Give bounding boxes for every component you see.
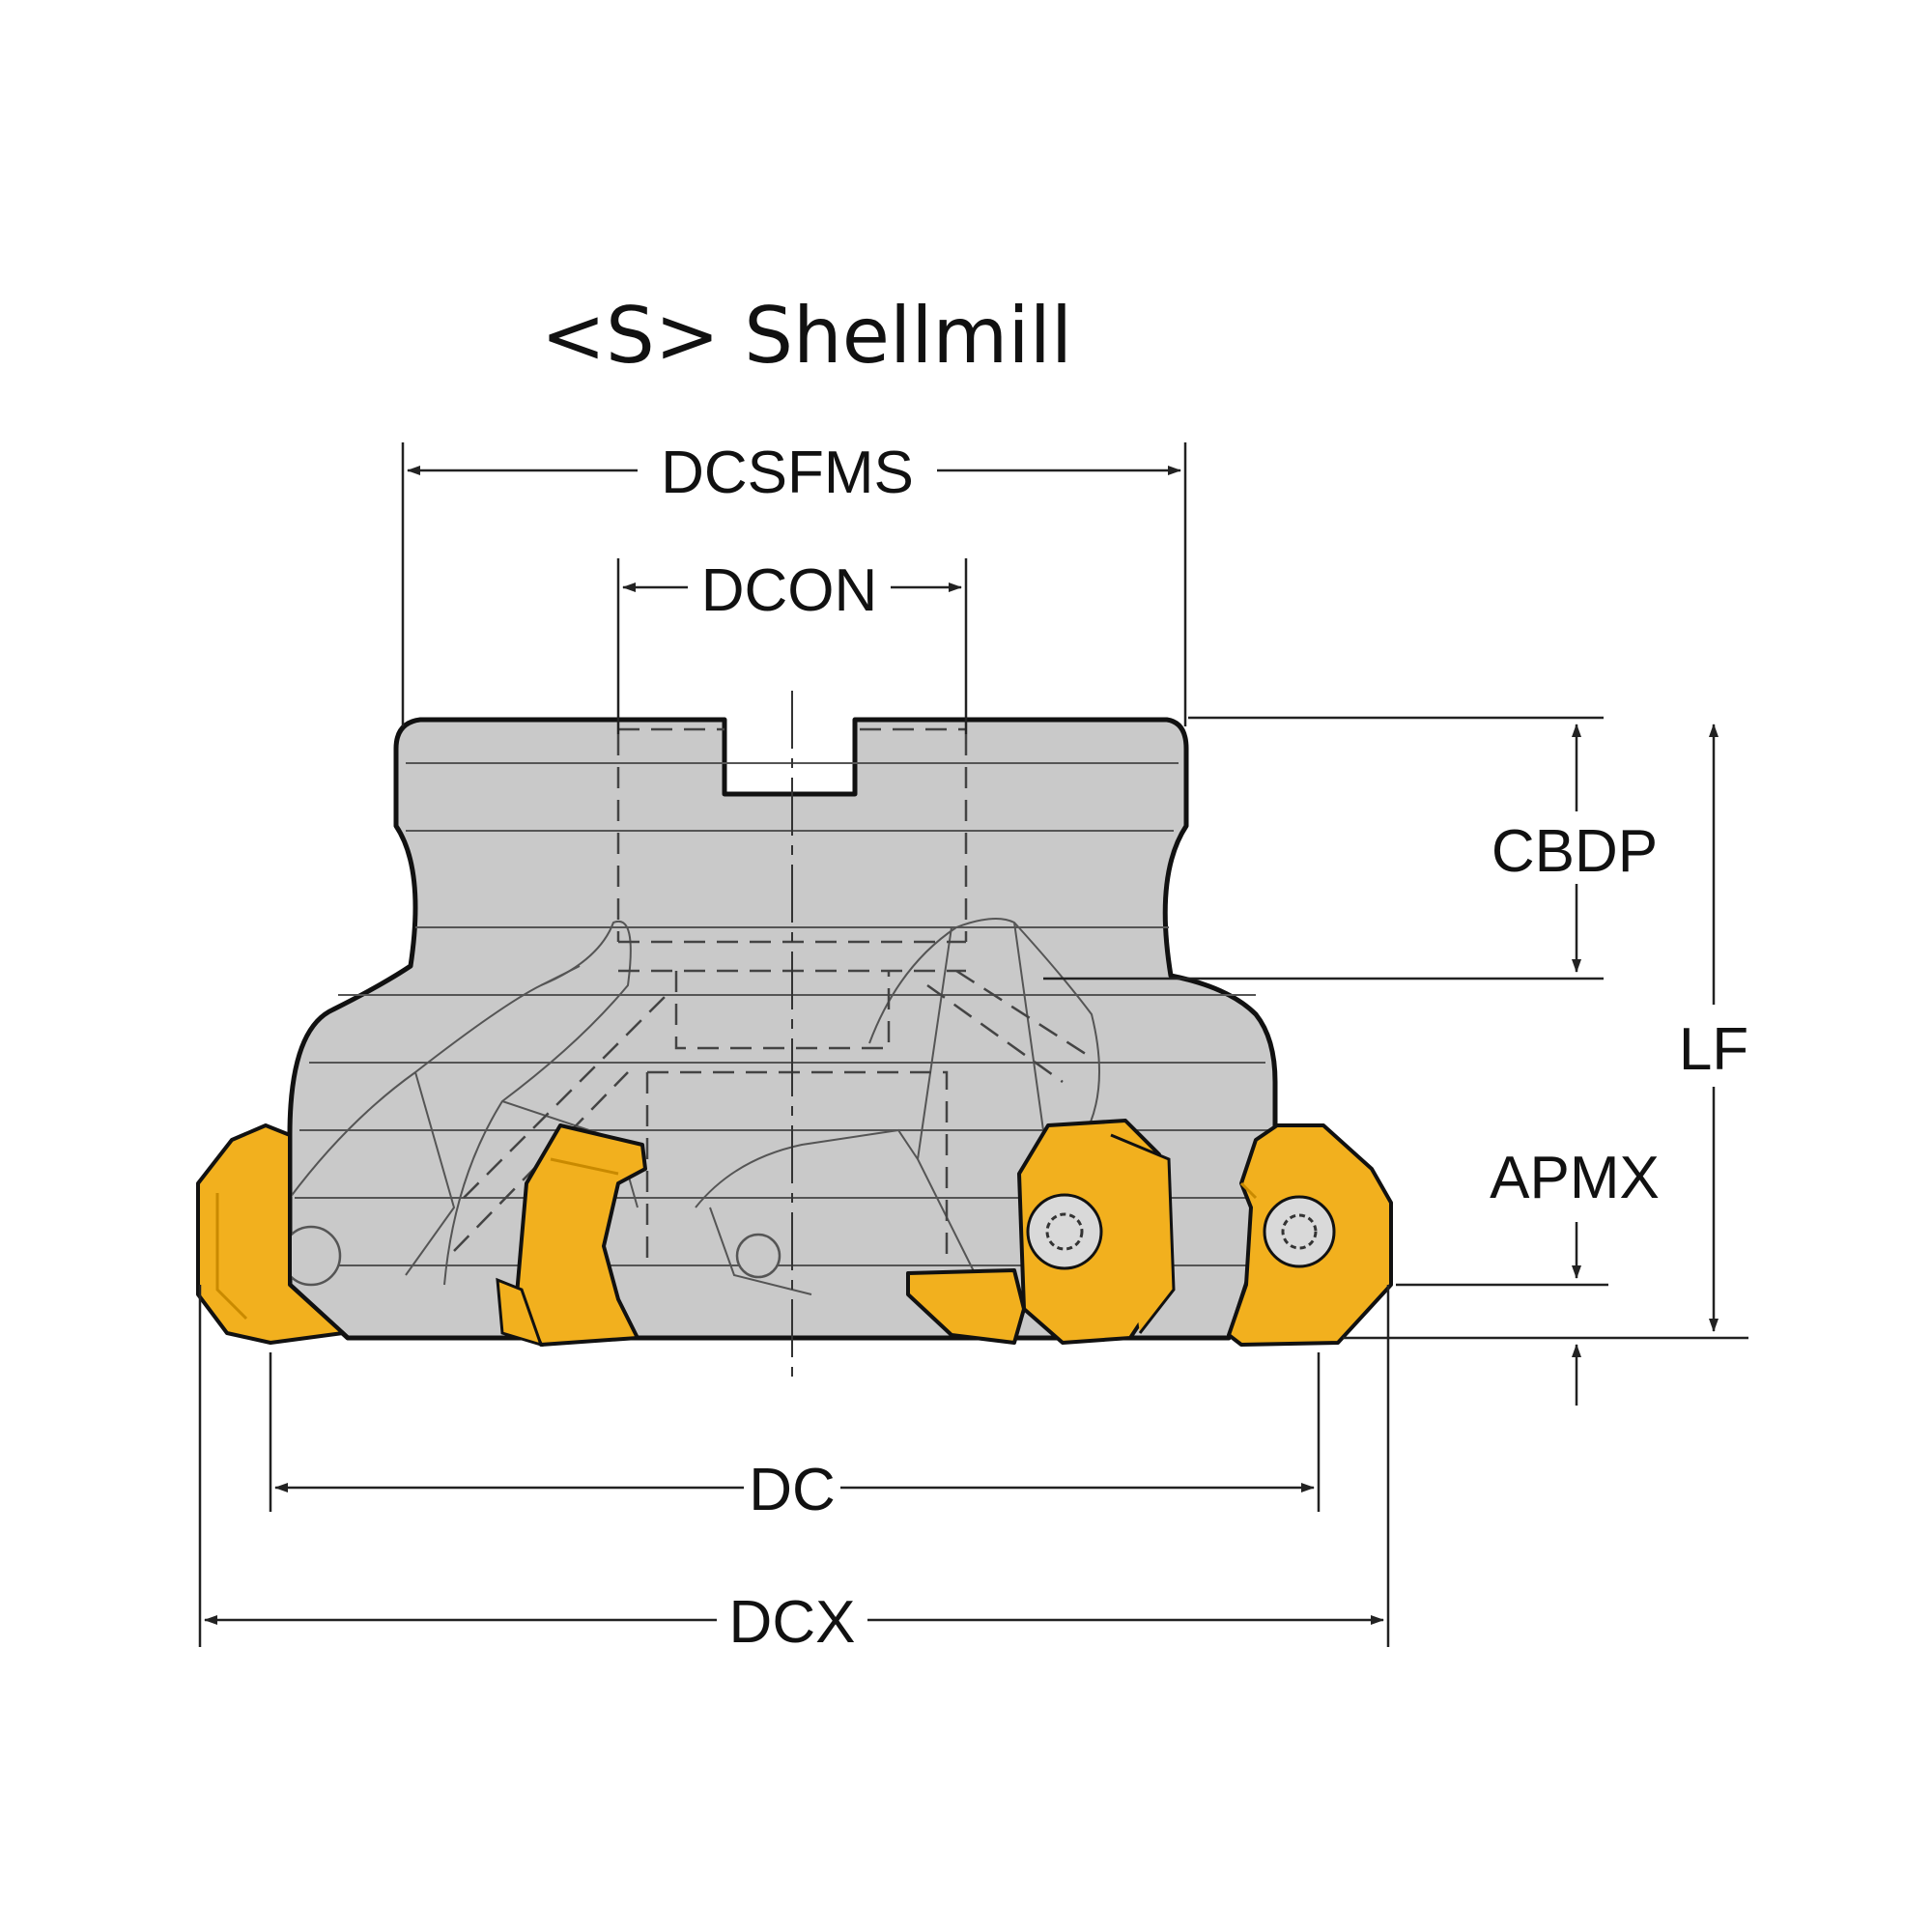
dimension-lf: LF	[1679, 724, 1748, 1332]
insert-screw-front	[1026, 1193, 1103, 1270]
dimension-dcon: DCON	[616, 557, 968, 734]
dimension-apmx: APMX	[1343, 1145, 1748, 1406]
insert-screw-right	[1263, 1195, 1336, 1268]
insert-left	[196, 1123, 345, 1345]
insert-right	[1227, 1123, 1393, 1347]
label-dcon: DCON	[701, 557, 878, 624]
coolant-hole-center	[735, 1233, 781, 1279]
label-apmx: APMX	[1490, 1145, 1660, 1211]
label-dc: DC	[749, 1457, 836, 1523]
label-cbdp: CBDP	[1492, 818, 1658, 885]
label-lf: LF	[1679, 1016, 1748, 1083]
dimension-dcsfms: DCSFMS	[401, 440, 1187, 726]
insert-front-left	[496, 1123, 647, 1348]
label-dcsfms: DCSFMS	[661, 440, 914, 506]
dimension-dc: DC	[269, 1352, 1321, 1523]
dimension-cbdp: CBDP	[1043, 716, 1658, 980]
dimension-dcx: DCX	[198, 1285, 1390, 1656]
diagram-title: <S> Shellmill	[541, 291, 1072, 381]
insert-front-right	[906, 1119, 1176, 1345]
label-dcx: DCX	[729, 1589, 856, 1656]
